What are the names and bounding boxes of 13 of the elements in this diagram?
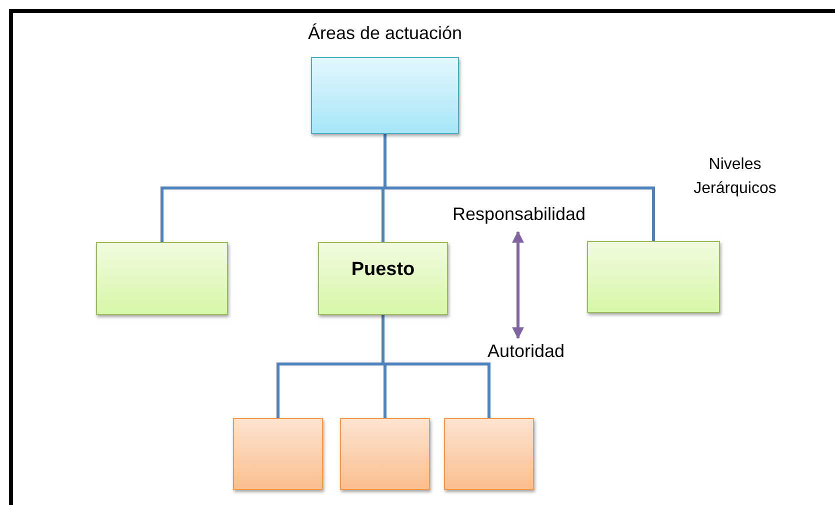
position-title: Puesto	[351, 259, 415, 281]
axis-label: Autoridad	[478, 341, 574, 367]
position-box	[340, 418, 430, 490]
position-box	[444, 418, 534, 490]
position-box	[233, 418, 323, 490]
position-box	[96, 242, 228, 315]
note-label: Niveles Jerárquicos	[692, 155, 778, 199]
area-box	[311, 57, 459, 134]
position-box	[587, 241, 720, 313]
heading: Áreas de actuación	[306, 23, 464, 44]
position-box	[318, 242, 448, 315]
double-arrow	[512, 230, 524, 340]
axis-label: Responsabilidad	[438, 204, 600, 230]
